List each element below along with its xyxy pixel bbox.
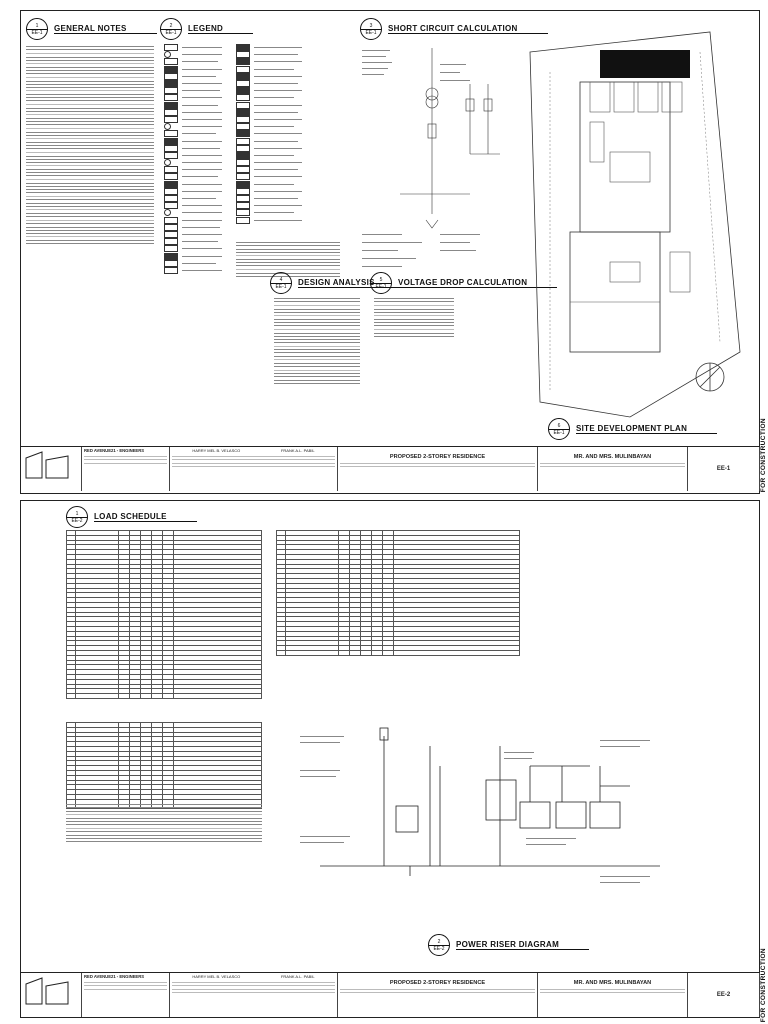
logo-cell-2 (20, 973, 82, 1017)
firm-cell-2: RED AVENUE21 - ENGINEERS (82, 973, 170, 1017)
legend-symbols-left (164, 44, 234, 274)
design-analysis-text (274, 296, 360, 386)
load-schedule-table-a (66, 530, 262, 699)
sheet-2-border (20, 500, 760, 1018)
sheet-number-1: EE-1 (716, 466, 731, 472)
power-riser-diagram (300, 727, 660, 883)
for-construction-stamp-1: FOR CONSTRUCTION (760, 418, 767, 493)
general-notes-text (26, 44, 154, 246)
short-circuit-diagram (362, 48, 500, 267)
voltage-drop-title: VOLTAGE DROP CALCULATION (398, 278, 558, 288)
voltage-drop-text (374, 296, 454, 339)
design-analysis-title: DESIGN ANALYSIS (298, 278, 405, 288)
title-block-2: RED AVENUE21 - ENGINEERS HARRY MEL B. VE… (20, 972, 760, 1017)
sheet-number-cell-2: EE-2 (688, 973, 760, 1017)
owner-cell: MR. AND MRS. MULINBAYAN (538, 447, 688, 491)
load-schedule-title: LOAD SCHEDULE (94, 512, 197, 522)
legend-title: LEGEND (188, 24, 254, 34)
project-title-2: PROPOSED 2-STOREY RESIDENCE (389, 980, 486, 986)
owner-name-2: MR. AND MRS. MULINBAYAN (573, 980, 652, 986)
load-schedule-notes (66, 802, 262, 844)
engineer-right: FRANK A.L. PABIL (280, 448, 315, 453)
title-block-1: RED AVENUE21 - ENGINEERS HARRY MEL B. VE… (20, 446, 760, 491)
engineers-cell-2: HARRY MEL B. VELASCO FRANK A.L. PABIL (170, 973, 338, 1017)
firm-logo-icon (25, 977, 69, 1005)
general-notes-title: GENERAL NOTES (54, 24, 157, 34)
firm-name-2: RED AVENUE21 - ENGINEERS (84, 974, 145, 979)
load-schedule-table-c (66, 722, 262, 810)
firm-name: RED AVENUE21 - ENGINEERS (84, 448, 145, 453)
engineers-cell: HARRY MEL B. VELASCO FRANK A.L. PABIL (170, 447, 338, 491)
sheet-number-cell: EE-1 (688, 447, 760, 491)
firm-cell: RED AVENUE21 - ENGINEERS (82, 447, 170, 491)
sheet-number-2: EE-2 (716, 992, 731, 998)
engineer-left: HARRY MEL B. VELASCO (192, 448, 241, 453)
project-title: PROPOSED 2-STOREY RESIDENCE (389, 454, 486, 460)
engineer-right-2: FRANK A.L. PABIL (280, 974, 315, 979)
site-plan-drawing (529, 31, 741, 418)
owner-name: MR. AND MRS. MULINBAYAN (573, 454, 652, 460)
project-cell: PROPOSED 2-STOREY RESIDENCE (338, 447, 538, 491)
project-cell-2: PROPOSED 2-STOREY RESIDENCE (338, 973, 538, 1017)
for-construction-stamp-2: FOR CONSTRUCTION (760, 948, 767, 1023)
sheet-1-border (20, 10, 760, 494)
legend-symbols-right (236, 44, 340, 224)
load-schedule-table-b (276, 530, 520, 656)
power-riser-title: POWER RISER DIAGRAM (456, 940, 590, 950)
owner-cell-2: MR. AND MRS. MULINBAYAN (538, 973, 688, 1017)
engineer-left-2: HARRY MEL B. VELASCO (192, 974, 241, 979)
firm-logo-icon (25, 451, 69, 479)
site-plan-title: SITE DEVELOPMENT PLAN (576, 424, 718, 434)
short-circuit-title: SHORT CIRCUIT CALCULATION (388, 24, 548, 34)
logo-cell (20, 447, 82, 491)
